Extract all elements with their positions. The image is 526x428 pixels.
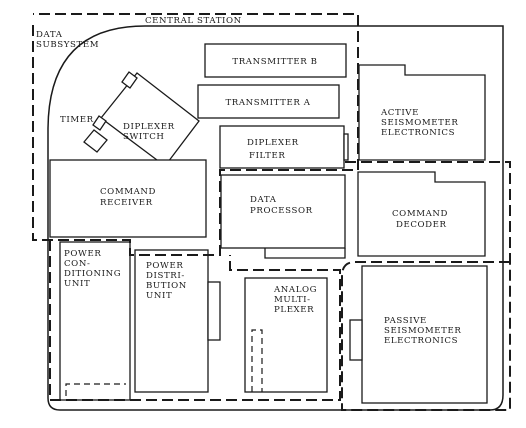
- power-conditioning-line-1: POWER: [64, 249, 101, 259]
- data-subsystem-label: DATA SUBSYSTEM: [36, 30, 99, 50]
- diplexer-filter-line-1: DIPLEXER: [247, 138, 299, 148]
- command-receiver-box: [49, 159, 207, 238]
- transmitter-b-box: [204, 43, 347, 78]
- power-distribution-line-4: UNIT: [146, 291, 172, 301]
- command-decoder-line-2: DECODER: [396, 220, 447, 230]
- data-subsystem-line-2: SUBSYSTEM: [36, 40, 99, 50]
- transmitter-b-label: TRANSMITTER B: [232, 57, 317, 67]
- data-processor-label: DATA PROCESSOR: [250, 195, 313, 216]
- command-receiver-label: COMMAND RECEIVER: [100, 187, 159, 208]
- diplexer-filter-line-2: FILTER: [249, 151, 285, 161]
- analog-multiplexer-label: ANALOG MULTI- PLEXER: [273, 285, 321, 315]
- power-conditioning-inner: [65, 383, 126, 396]
- data-processor-line-2: PROCESSOR: [250, 206, 313, 216]
- timer-box: [83, 129, 108, 153]
- passive-seismometer-label: PASSIVE SEISMOMETER ELECTRONICS: [384, 316, 465, 346]
- active-seismometer-line-2: SEISMOMETER: [381, 118, 458, 128]
- power-conditioning-label: POWER CON- DITIONING UNIT: [64, 249, 125, 289]
- data-processor-box: [220, 174, 346, 249]
- passive-seismometer-boundary: [341, 261, 511, 411]
- diplexer-filter-label: DIPLEXER FILTER: [247, 138, 302, 161]
- analog-multiplexer-box: [244, 277, 328, 393]
- data-processor-tab: [264, 248, 346, 259]
- diplexer-switch-label: DIPLEXER SWITCH: [123, 122, 178, 142]
- power-subsystem-boundary: [49, 240, 341, 401]
- passive-seismometer-line-3: ELECTRONICS: [384, 336, 458, 346]
- power-distribution-label: POWER DISTRI- BUTION UNIT: [146, 261, 190, 301]
- command-decoder-label: COMMAND DECODER: [392, 209, 451, 230]
- passive-seismometer-line-1: PASSIVE: [384, 316, 427, 326]
- central-station-outline: [47, 25, 504, 411]
- analog-multiplexer-line-3: PLEXER: [274, 305, 314, 315]
- passive-seismometer-box: [361, 265, 488, 404]
- power-distribution-line-2: DISTRI-: [146, 271, 185, 281]
- diplexer-switch-box: [100, 72, 200, 167]
- data-subsystem-boundary: [32, 13, 359, 256]
- command-decoder-box: [357, 171, 486, 257]
- data-processor-line-1: DATA: [250, 195, 277, 205]
- diplexer-switch-tab-left: [92, 115, 107, 131]
- passive-seismometer-line-2: SEISMOMETER: [384, 326, 461, 336]
- active-seismometer-line-1: ACTIVE: [380, 108, 419, 118]
- passive-seismometer-tab: [349, 319, 363, 361]
- power-conditioning-line-2: CON-: [64, 259, 90, 269]
- power-conditioning-line-4: UNIT: [64, 279, 90, 289]
- active-seismometer-line-3: ELECTRONICS: [381, 128, 455, 138]
- command-decoder-line-1: COMMAND: [392, 209, 448, 219]
- power-distribution-line-3: BUTION: [146, 281, 187, 291]
- analog-multiplexer-line-2: MULTI-: [274, 295, 311, 305]
- timer-label: TIMER: [60, 115, 94, 125]
- diplexer-switch-tab-top: [121, 71, 138, 89]
- power-distribution-line-1: POWER: [146, 261, 183, 271]
- central-station-label: CENTRAL STATION: [145, 16, 242, 26]
- transmitter-a-label: TRANSMITTER A: [225, 98, 310, 108]
- power-conditioning-box: [59, 241, 131, 401]
- diplexer-filter-box: [219, 125, 345, 169]
- command-receiver-line-1: COMMAND: [100, 187, 156, 197]
- diplexer-switch-line-1: DIPLEXER: [123, 122, 175, 132]
- diplexer-filter-tab: [343, 133, 349, 161]
- power-distribution-tab: [207, 281, 221, 341]
- transmitter-a-box: [197, 84, 340, 119]
- data-subsystem-line-1: DATA: [36, 30, 63, 40]
- power-conditioning-line-3: DITIONING: [64, 269, 121, 279]
- command-decoder-boundary: [345, 161, 511, 262]
- command-receiver-line-2: RECEIVER: [100, 198, 153, 208]
- analog-multiplexer-inner: [251, 329, 263, 392]
- active-seismometer-label: ACTIVE SEISMOMETER ELECTRONICS: [380, 108, 462, 138]
- diplexer-switch-line-2: SWITCH: [123, 132, 165, 142]
- analog-multiplexer-line-1: ANALOG: [273, 285, 317, 295]
